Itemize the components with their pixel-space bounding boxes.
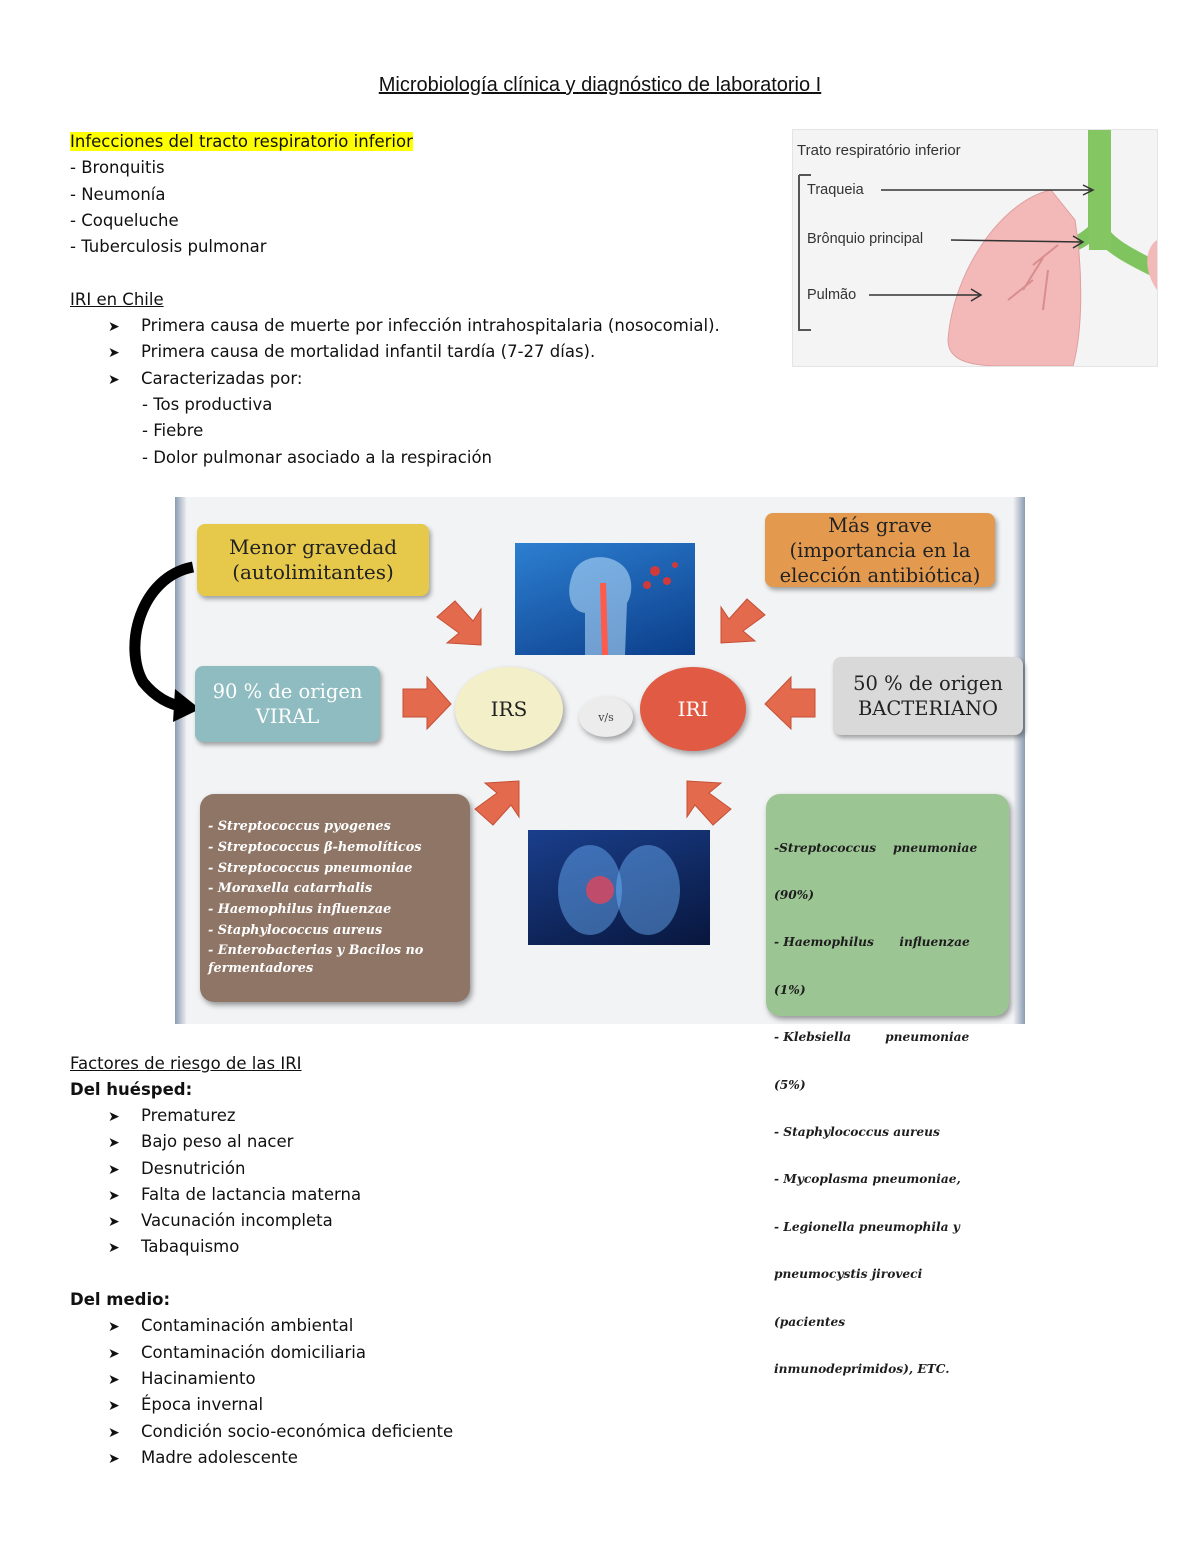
bullet-item: ➤Vacunación incompleta: [108, 1208, 333, 1235]
arrowhead-bullet-icon: ➤: [108, 1372, 120, 1388]
environment-factors-label: Del medio:: [70, 1290, 171, 1309]
lung-xray-image: [528, 830, 710, 945]
bullet-item: ➤Madre adolescente: [108, 1445, 298, 1472]
bullet-item: ➤Caracterizadas por:: [108, 366, 302, 393]
minor-severity-box: Menor gravedad(autolimitantes): [197, 524, 429, 596]
lung-figure-title: Trato respiratório inferior: [797, 142, 961, 159]
arrowhead-bullet-icon: ➤: [108, 1135, 120, 1151]
section-heading-risk-factors: Factores de riesgo de las IRI: [70, 1054, 302, 1073]
agent-item: - Enterobacterias y Bacilos no: [208, 942, 424, 958]
arrowhead-bullet-icon: ➤: [108, 1240, 120, 1256]
irs-oval: IRS: [455, 667, 563, 751]
agent-item: - Staphylococcus aureus: [208, 922, 383, 938]
bullet-item: ➤Desnutrición: [108, 1156, 245, 1183]
agent-item: - Staphylococcus aureus: [774, 1124, 940, 1139]
bullet-item: ➤Hacinamiento: [108, 1366, 256, 1393]
arrowhead-bullet-icon: ➤: [108, 345, 120, 361]
bullet-item: ➤Primera causa de mortalidad infantil ta…: [108, 339, 595, 366]
list-item: - Bronquitis: [70, 158, 165, 177]
bullet-item: ➤Contaminación domiciliaria: [108, 1340, 366, 1367]
highlighted-heading: Infecciones del tracto respiratorio infe…: [70, 132, 413, 151]
agent-item: pneumocystis jiroveci: [774, 1267, 923, 1282]
arrowhead-bullet-icon: ➤: [108, 1109, 120, 1125]
document-title: Microbiología clínica y diagnóstico de l…: [378, 74, 822, 96]
bullet-item: ➤Época invernal: [108, 1392, 263, 1419]
label-main-bronchus: Brônquio principal: [807, 231, 924, 247]
arrowhead-bullet-icon: ➤: [108, 1188, 120, 1204]
iri-oval: IRI: [640, 667, 746, 751]
arrowhead-bullet-icon: ➤: [108, 319, 120, 335]
sub-item: - Dolor pulmonar asociado a la respiraci…: [142, 448, 492, 467]
arrowhead-bullet-icon: ➤: [108, 1425, 120, 1441]
agent-item: - Streptococcus β-hemolíticos: [208, 839, 422, 855]
label-lung: Pulmão: [807, 287, 857, 303]
bullet-item: ➤Prematurez: [108, 1103, 236, 1130]
sub-item: - Tos productiva: [142, 395, 273, 414]
section-heading-iri-chile: IRI en Chile: [70, 290, 164, 309]
arrow-icon: [402, 675, 452, 731]
bullet-item: ➤Falta de lactancia materna: [108, 1182, 361, 1209]
arrowhead-bullet-icon: ➤: [108, 1214, 120, 1230]
upper-airway-image: [515, 543, 695, 655]
agent-item: inmunodeprimidos), ETC.: [774, 1361, 950, 1376]
agent-item: fermentadores: [208, 960, 314, 976]
arrow-icon: [720, 598, 766, 644]
bullet-item: ➤Primera causa de muerte por infección i…: [108, 313, 720, 340]
curved-arrow-icon: [129, 561, 200, 722]
sub-item: - Fiebre: [142, 421, 204, 440]
agent-item: - Klebsiella pneumoniae: [774, 1030, 970, 1045]
agent-item: - Haemophilus influenzae: [774, 935, 970, 950]
lower-respiratory-tract-figure: Trato respiratório inferior Traqueia Brô…: [792, 129, 1158, 367]
agent-item: -Streptococcus pneumoniae: [774, 840, 978, 855]
agent-item: - Mycoplasma pneumoniae,: [774, 1172, 961, 1187]
arrow-icon: [474, 780, 520, 826]
agent-item: - Haemophilus influenzae: [208, 902, 392, 918]
agent-item: (5%): [774, 1077, 806, 1092]
chest-lungs-icon: [558, 845, 680, 935]
arrow-icon: [436, 600, 482, 646]
agent-item: (1%): [774, 982, 806, 997]
agent-item: - Streptococcus pneumoniae: [208, 860, 413, 876]
arrowhead-bullet-icon: ➤: [108, 372, 120, 388]
respiratory-head-icon: [569, 557, 678, 655]
list-item: - Coqueluche: [70, 211, 179, 230]
host-factors-label: Del huésped:: [70, 1080, 193, 1099]
bullet-item: ➤Contaminación ambiental: [108, 1313, 353, 1340]
section-heading-iri-types: Infecciones del tracto respiratorio infe…: [70, 129, 413, 155]
arrow-icon: [764, 675, 816, 731]
irs-vs-iri-diagram: Menor gravedad(autolimitantes) Más grave…: [129, 497, 1025, 1376]
list-item: - Tuberculosis pulmonar: [70, 237, 267, 256]
agent-item: - Moraxella catarrhalis: [208, 881, 373, 897]
list-item: - Neumonía: [70, 185, 166, 204]
irs-agents-box: - Streptococcus pyogenes - Streptococcus…: [200, 794, 470, 1002]
vs-oval: v/s: [579, 697, 633, 737]
arrow-icon: [686, 780, 732, 826]
arrowhead-bullet-icon: ➤: [108, 1162, 120, 1178]
arrowhead-bullet-icon: ➤: [108, 1398, 120, 1414]
agent-item: - Streptococcus pyogenes: [208, 819, 391, 834]
bullet-item: ➤Condición socio-económica deficiente: [108, 1419, 453, 1446]
label-trachea: Traqueia: [807, 182, 864, 198]
agent-item: - Legionella pneumophila y: [774, 1219, 960, 1234]
bullet-item: ➤Bajo peso al nacer: [108, 1129, 293, 1156]
agent-item: (90%): [774, 887, 815, 902]
bullet-item: ➤Tabaquismo: [108, 1234, 239, 1261]
iri-agents-box: -Streptococcus pneumoniae (90%) - Haemop…: [766, 794, 1009, 1376]
arrowhead-bullet-icon: ➤: [108, 1451, 120, 1467]
arrowhead-bullet-icon: ➤: [108, 1319, 120, 1335]
lung-illustration: [798, 130, 1157, 366]
arrowhead-bullet-icon: ➤: [108, 1346, 120, 1362]
diagram-arrows: [402, 598, 816, 826]
agent-item: (pacientes: [774, 1314, 846, 1329]
